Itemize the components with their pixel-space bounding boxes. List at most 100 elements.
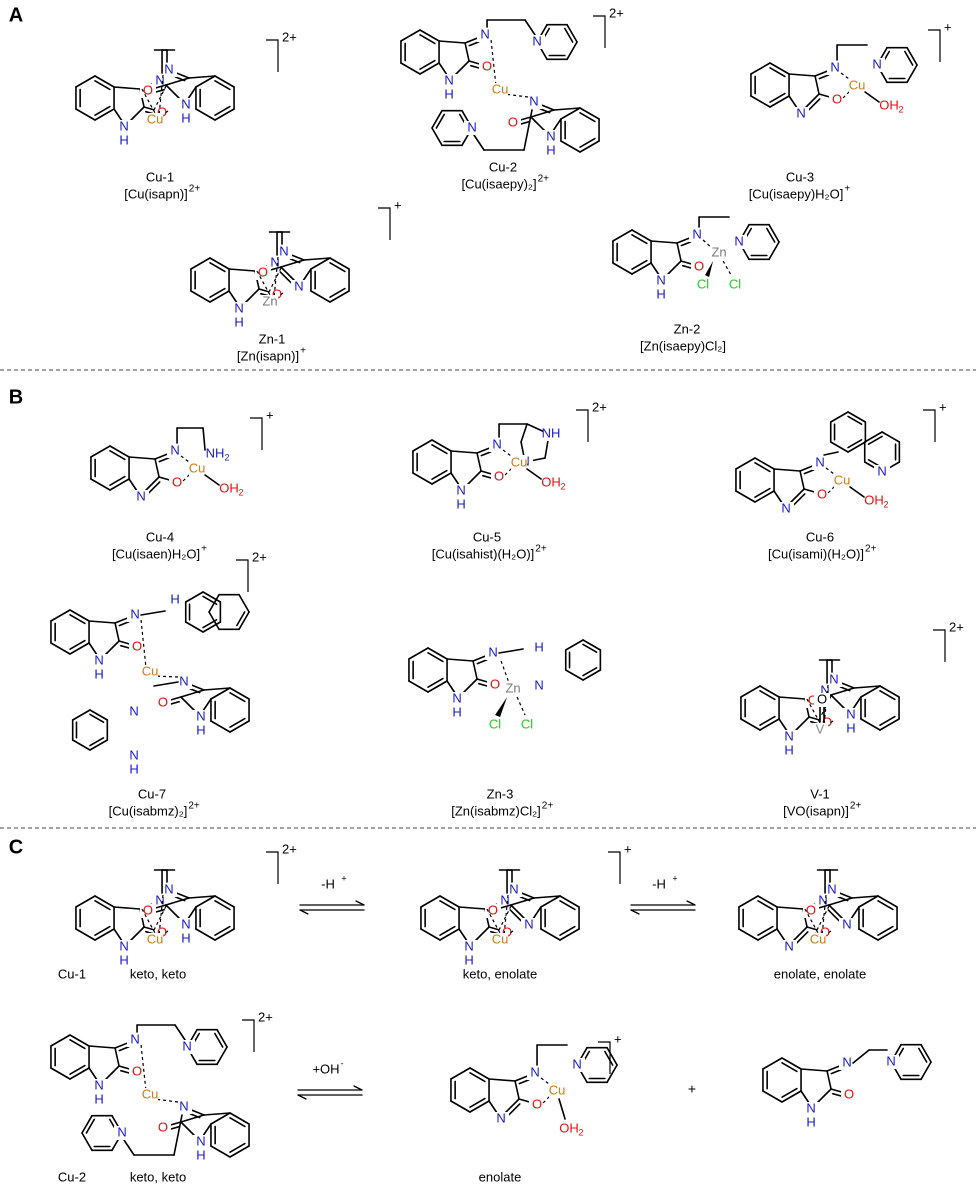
ring-double-bond [781,1087,798,1098]
ring-double-bond [469,1072,486,1083]
imine-nitrogen: N [829,671,838,686]
ring-bond [310,257,331,270]
carbonyl-oxygen: O [132,1063,142,1078]
bond [476,659,488,665]
ring-bond [906,46,918,66]
bond [438,40,466,44]
ring-bond [754,490,775,503]
bond [533,895,561,899]
charge-label: + [394,197,402,212]
ring-double-bond [769,92,786,103]
c-cu1-label: Cu-1 [58,966,86,981]
c-cu1-charge: 2+ [266,841,297,884]
coordination-bond [722,260,732,276]
ring-bond [69,609,90,622]
bond [488,1100,498,1114]
charge-bracket [608,851,621,884]
bond [839,686,851,692]
label-mask [161,63,177,77]
label-mask [826,673,842,687]
imine-nitrogen: N [164,881,173,896]
bond [204,474,220,486]
charge-bracket [236,559,249,592]
ring-double-bond [419,34,436,45]
ring-nitrogen: N [842,916,851,931]
bond [472,660,478,680]
charge-bracket [266,851,279,884]
pyridine-nitrogen: N [734,233,743,248]
charge-bracket [250,417,263,450]
ring-bond [89,709,109,721]
ring-bond [75,75,96,88]
bond [830,1069,842,1075]
carbonyl-oxygen: O [172,474,182,489]
ring-bond [762,1057,783,1070]
charge-label: 2+ [258,1009,273,1024]
ring-bond [559,928,580,941]
panel-b-letter: B [9,386,23,408]
ring-bond [329,257,350,270]
ring-double-bond [757,925,774,936]
imine-nitrogen: N [164,61,173,76]
ring-bond [195,895,216,908]
charge-bracket [593,15,606,48]
coordination-bond [804,908,825,945]
bond [837,896,849,902]
ring-bond [214,895,235,908]
charge-bracket [598,1041,611,1074]
imine-nitrogen: N [179,673,188,688]
cu2-formula: [Cu(isaepy)₂] [461,176,536,191]
bond [154,458,160,478]
charge-label: + [624,841,632,856]
bond [279,271,293,285]
label-mask [569,1058,586,1072]
cu4-formula: [Cu(isaen)H₂O] [112,546,200,561]
panel-b-letter: B [9,386,23,408]
metal-center: Cu [147,931,164,946]
label-mask [802,904,819,918]
ring-bond [754,457,775,470]
water-subscript: 2 [579,1127,584,1137]
metal-center: Cu [142,1086,159,1101]
charge-label: + [944,19,952,34]
ring-bond [50,1034,71,1047]
cu2-caption: Cu-2[Cu(isaepy)₂]2+ [461,159,549,191]
bzim-nitrogen: N [129,747,138,762]
ring-bond [582,669,602,681]
label-mask [154,696,171,710]
ring-bond [757,895,778,908]
bond [303,257,331,261]
wedge-bond [495,697,508,717]
ring-bond [560,140,581,153]
cu2-name: Cu-2 [489,159,517,174]
ring-bond [740,685,761,698]
label-mask [492,933,508,947]
ring-double-bond [847,415,863,426]
ring-bond [408,647,429,660]
c-cu1b-charge: + [608,841,632,884]
zn1-charge: + [300,346,306,357]
coordination-bond [140,619,147,669]
label-mask [116,120,133,134]
ring-bond [209,290,230,303]
imine-nitrogen: N [492,436,501,451]
cu3-caption: Cu-3[Cu(isaepy)H₂O]+ [749,169,851,201]
ring-bond [879,718,900,731]
bond [280,259,305,268]
imine-nitrogen: N [488,644,497,659]
ring-double-bond [559,925,576,936]
bond [88,1045,116,1049]
label-mask [267,256,284,270]
ring-bond [735,490,756,503]
carbonyl-oxygen: O [832,91,842,106]
bond [202,1123,212,1137]
charge-label: 2+ [282,29,297,44]
ring-bond [431,109,443,129]
imine-nitrogen: N [500,892,509,907]
ring-bond [920,1043,932,1063]
cu5-formula: [Cu(isahist)(H₂O)] [432,546,535,561]
cu3-formula: [Cu(isaepy)H₂O] [749,186,844,201]
charge-bracket [576,409,589,442]
